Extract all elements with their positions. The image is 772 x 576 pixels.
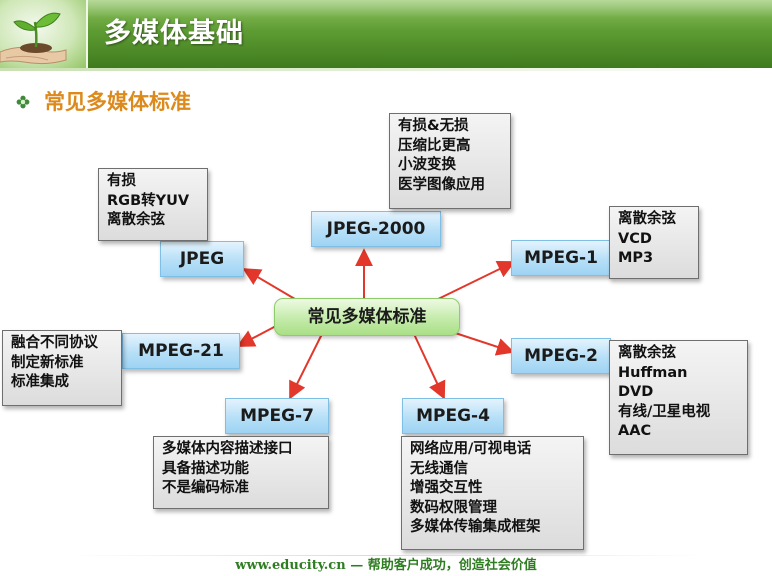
note-line: 有损&无损 bbox=[398, 118, 469, 134]
flower-bullet-icon bbox=[16, 95, 30, 109]
note-mpeg1: 离散余弦 VCD MP3 bbox=[609, 206, 699, 279]
title-banner: 多媒体基础 bbox=[0, 0, 772, 68]
note-line: RGB转YUV bbox=[107, 192, 190, 209]
arrow-to-mpeg4 bbox=[413, 333, 446, 400]
standard-mpeg4: MPEG-4 bbox=[402, 398, 504, 434]
note-jpeg2000: 有损&无损 压缩比更高 小波变换 医学图像应用 bbox=[389, 113, 511, 209]
arrow-to-mpeg1 bbox=[431, 261, 516, 303]
arrow-to-mpeg7 bbox=[289, 333, 323, 400]
arrow-to-mpeg21 bbox=[236, 325, 277, 347]
note-line: 具备描述功能 bbox=[162, 460, 249, 477]
note-line: 网络应用/可视电话 bbox=[410, 441, 532, 457]
center-node: 常见多媒体标准 bbox=[274, 298, 460, 336]
footer-rule bbox=[70, 555, 702, 556]
note-line: DVD bbox=[618, 384, 654, 400]
note-jpeg: 有损 RGB转YUV 离散余弦 bbox=[98, 168, 208, 241]
banner-underline bbox=[0, 68, 772, 71]
note-line: 制定新标准 bbox=[11, 354, 84, 371]
note-line: 有损 bbox=[107, 173, 136, 189]
note-mpeg7: 多媒体内容描述接口 具备描述功能 不是编码标准 bbox=[153, 436, 329, 509]
note-line: 增强交互性 bbox=[410, 480, 483, 496]
note-line: 无线通信 bbox=[410, 460, 468, 477]
note-line: 离散余弦 bbox=[618, 211, 676, 227]
note-line: 离散余弦 bbox=[107, 212, 165, 228]
note-line: VCD bbox=[618, 230, 652, 247]
footer-text: www.educity.cn — 帮助客户成功，创造社会价值 bbox=[235, 558, 537, 573]
note-line: 压缩比更高 bbox=[398, 137, 471, 154]
standard-mpeg7: MPEG-7 bbox=[225, 398, 329, 434]
note-line: 多媒体传输集成框架 bbox=[410, 519, 541, 535]
note-mpeg21: 融合不同协议 制定新标准 标准集成 bbox=[2, 330, 122, 406]
banner-shine bbox=[0, 0, 772, 18]
note-line: 不是编码标准 bbox=[162, 480, 249, 496]
note-line: MP3 bbox=[618, 250, 654, 266]
note-line: 离散余弦 bbox=[618, 345, 676, 361]
arrow-to-jpeg bbox=[242, 268, 301, 303]
note-line: 标准集成 bbox=[11, 374, 69, 390]
seedling-logo-icon bbox=[0, 0, 88, 68]
standard-jpeg: JPEG bbox=[160, 241, 244, 277]
standard-jpeg2000: JPEG-2000 bbox=[311, 211, 441, 247]
standard-mpeg2: MPEG-2 bbox=[511, 338, 611, 374]
note-line: 多媒体内容描述接口 bbox=[162, 441, 293, 457]
note-line: Huffman bbox=[618, 364, 688, 381]
note-mpeg4: 网络应用/可视电话 无线通信 增强交互性 数码权限管理 多媒体传输集成框架 bbox=[401, 436, 584, 550]
note-line: 有线/卫星电视 bbox=[618, 403, 711, 420]
slide-title: 多媒体基础 bbox=[104, 18, 244, 49]
note-line: 数码权限管理 bbox=[410, 499, 497, 516]
note-line: AAC bbox=[618, 423, 652, 439]
standard-mpeg21: MPEG-21 bbox=[122, 333, 240, 369]
note-line: 小波变换 bbox=[398, 157, 456, 173]
standard-mpeg1: MPEG-1 bbox=[511, 240, 611, 276]
section-heading: 常见多媒体标准 bbox=[44, 90, 191, 114]
note-line: 融合不同协议 bbox=[11, 335, 98, 351]
note-mpeg2: 离散余弦 Huffman DVD 有线/卫星电视 AAC bbox=[609, 340, 748, 455]
note-line: 医学图像应用 bbox=[398, 176, 485, 193]
